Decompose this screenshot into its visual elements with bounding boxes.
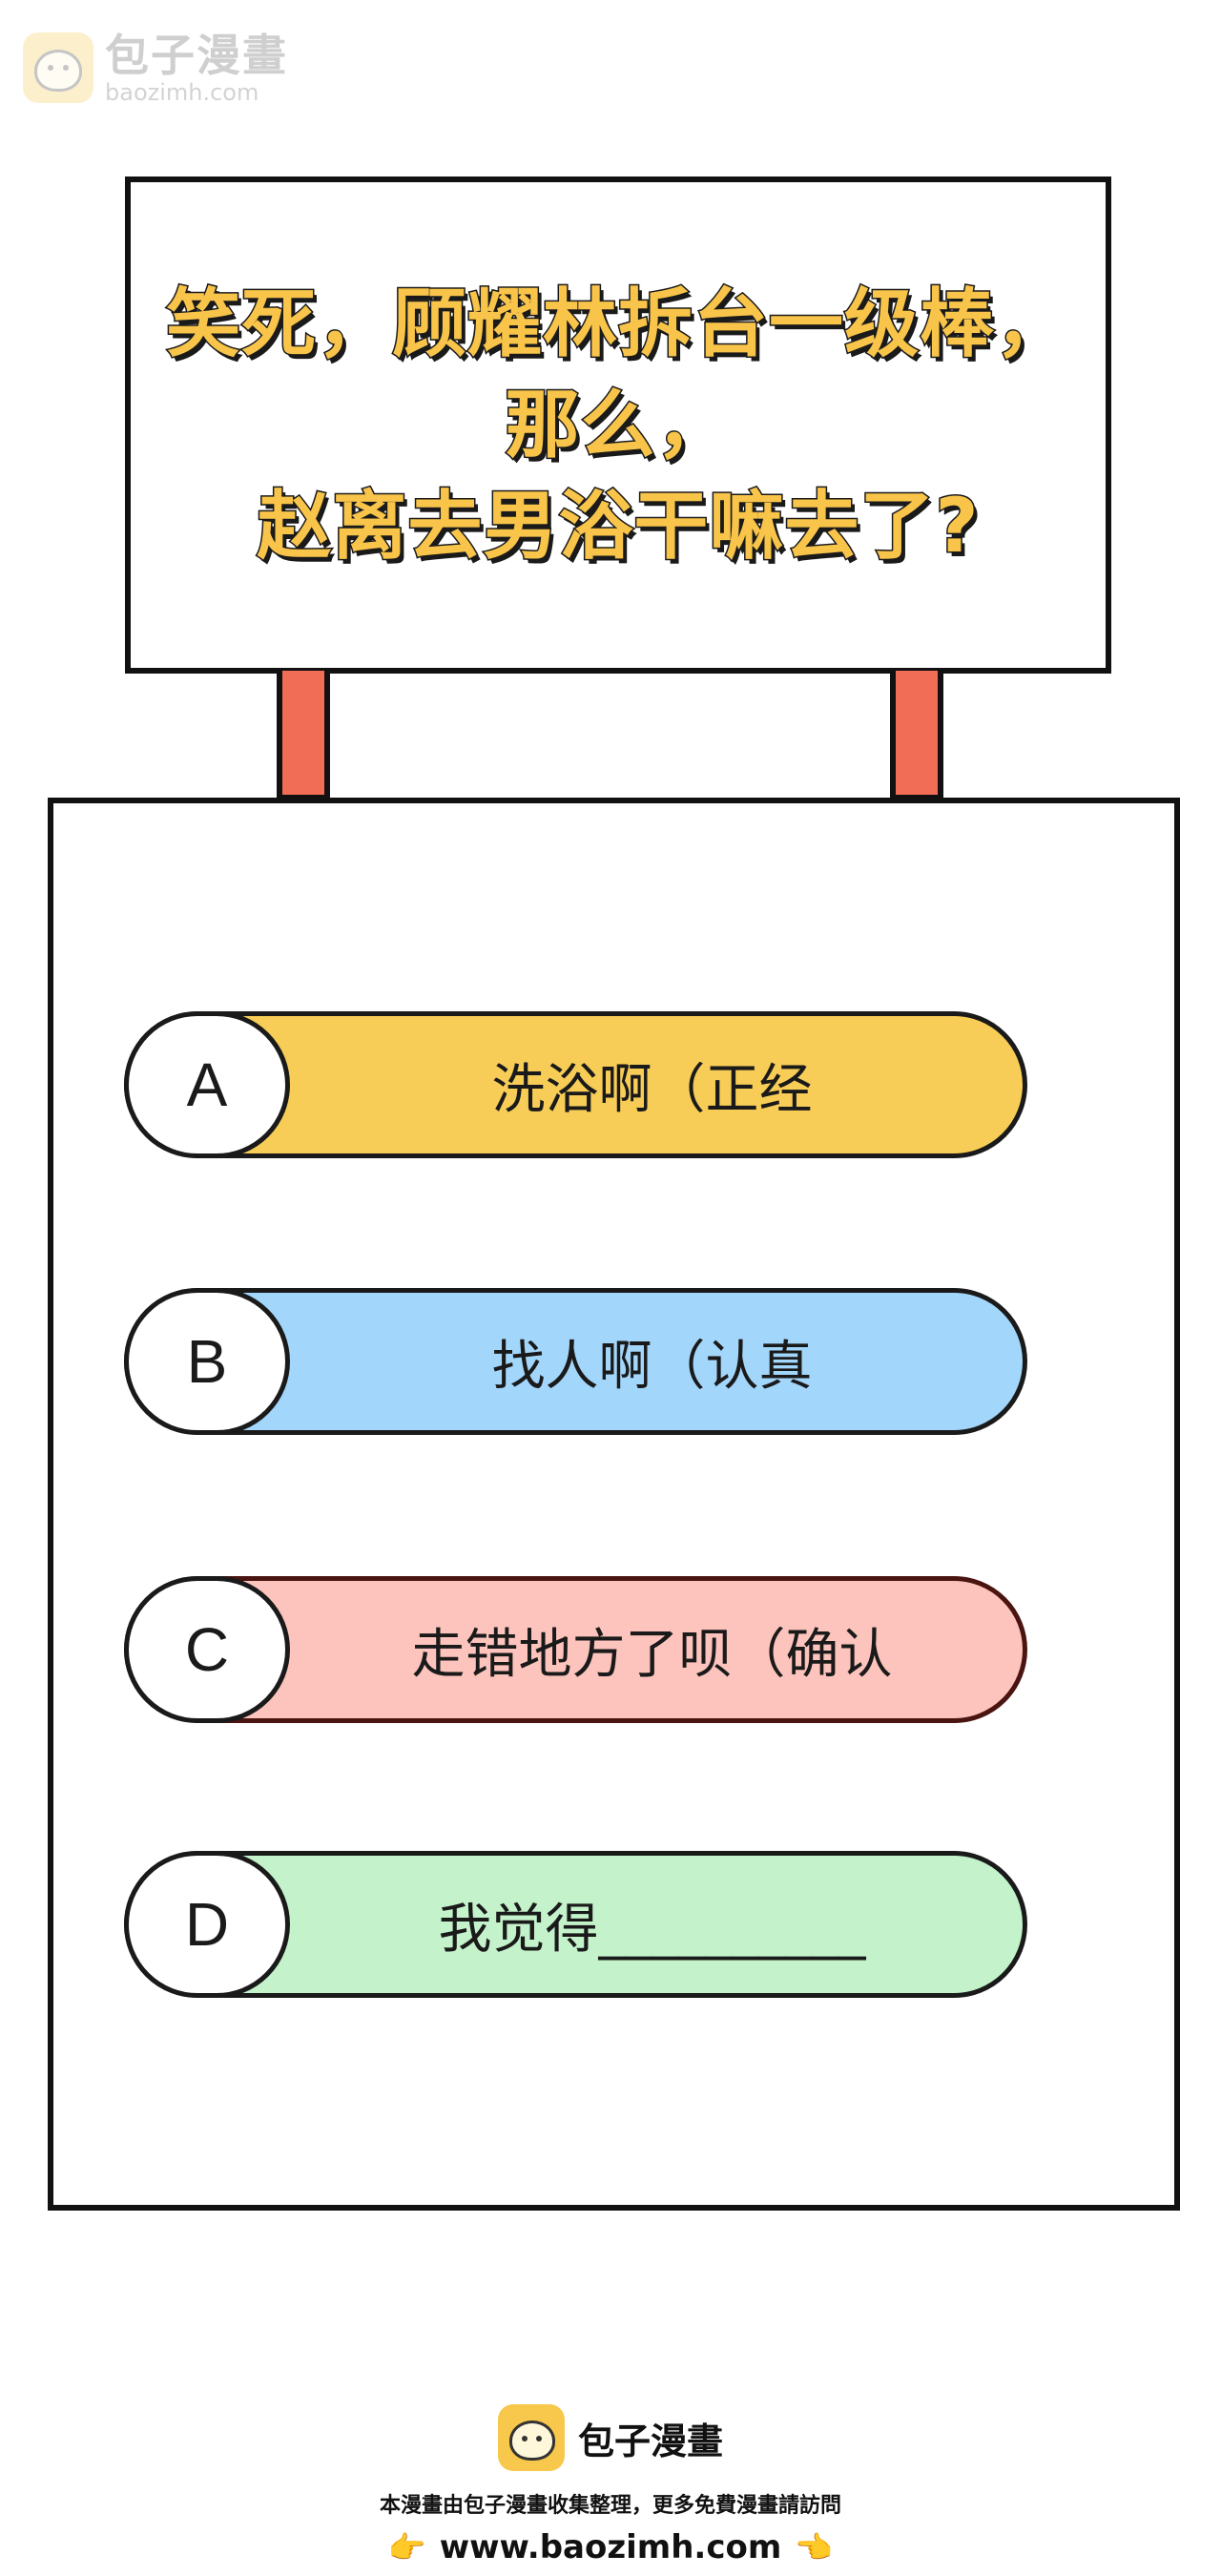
footer-brand: 包子漫畫 (497, 2404, 723, 2471)
footer-url-row: 👉 www.baozimh.com 👈 (375, 2528, 846, 2566)
watermark: 包子漫畫 baozimh.com (23, 31, 288, 105)
options-panel (48, 798, 1180, 2211)
question-signboard: 笑死，顾耀林拆台一级棒， 那么， 赵离去男浴干嘛去了? (125, 177, 1111, 674)
option-b-text: 找人啊（认真 (491, 1335, 813, 1398)
question-line-2: 那么， (504, 381, 732, 469)
bun-mascot-icon (497, 2404, 565, 2471)
option-a-badge: A (124, 1011, 290, 1158)
pointing-right-hand-icon: 👉 (387, 2529, 426, 2566)
watermark-url: baozimh.com (105, 79, 259, 106)
question-line-3: 赵离去男浴干嘛去了? (256, 482, 980, 571)
option-b-badge: B (124, 1288, 290, 1435)
option-d-letter: D (184, 1890, 230, 1959)
bun-mascot-icon (23, 32, 93, 103)
option-b-letter: B (186, 1327, 228, 1396)
option-c-letter: C (184, 1615, 230, 1684)
option-c[interactable]: C 走错地方了呗（确认 (124, 1576, 1027, 1723)
option-a-letter: A (186, 1050, 228, 1119)
footer-url-link[interactable]: www.baozimh.com (439, 2528, 782, 2566)
option-d[interactable]: D 我觉得__________ (124, 1851, 1027, 1998)
option-d-badge: D (124, 1851, 290, 1998)
option-b[interactable]: B 找人啊（认真 (124, 1288, 1027, 1435)
pointing-left-hand-icon: 👈 (795, 2529, 834, 2566)
option-c-badge: C (124, 1576, 290, 1723)
watermark-brand: 包子漫畫 (105, 30, 288, 81)
footer: 包子漫畫 本漫畫由包子漫畫收集整理，更多免費漫畫請訪問 👉 www.baozim… (0, 2404, 1221, 2566)
sign-post-left (277, 671, 330, 800)
question-line-1: 笑死，顾耀林拆台一级棒， (164, 280, 1070, 368)
option-d-text: 我觉得__________ (438, 1898, 866, 1961)
sign-post-right (890, 671, 943, 800)
footer-note: 本漫畫由包子漫畫收集整理，更多免費漫畫請訪問 (379, 2494, 841, 2518)
footer-brand-name: 包子漫畫 (577, 2420, 723, 2462)
option-a-text: 洗浴啊（正经 (491, 1058, 813, 1121)
option-c-text: 走错地方了呗（确认 (411, 1623, 893, 1686)
option-a[interactable]: A 洗浴啊（正经 (124, 1011, 1027, 1158)
